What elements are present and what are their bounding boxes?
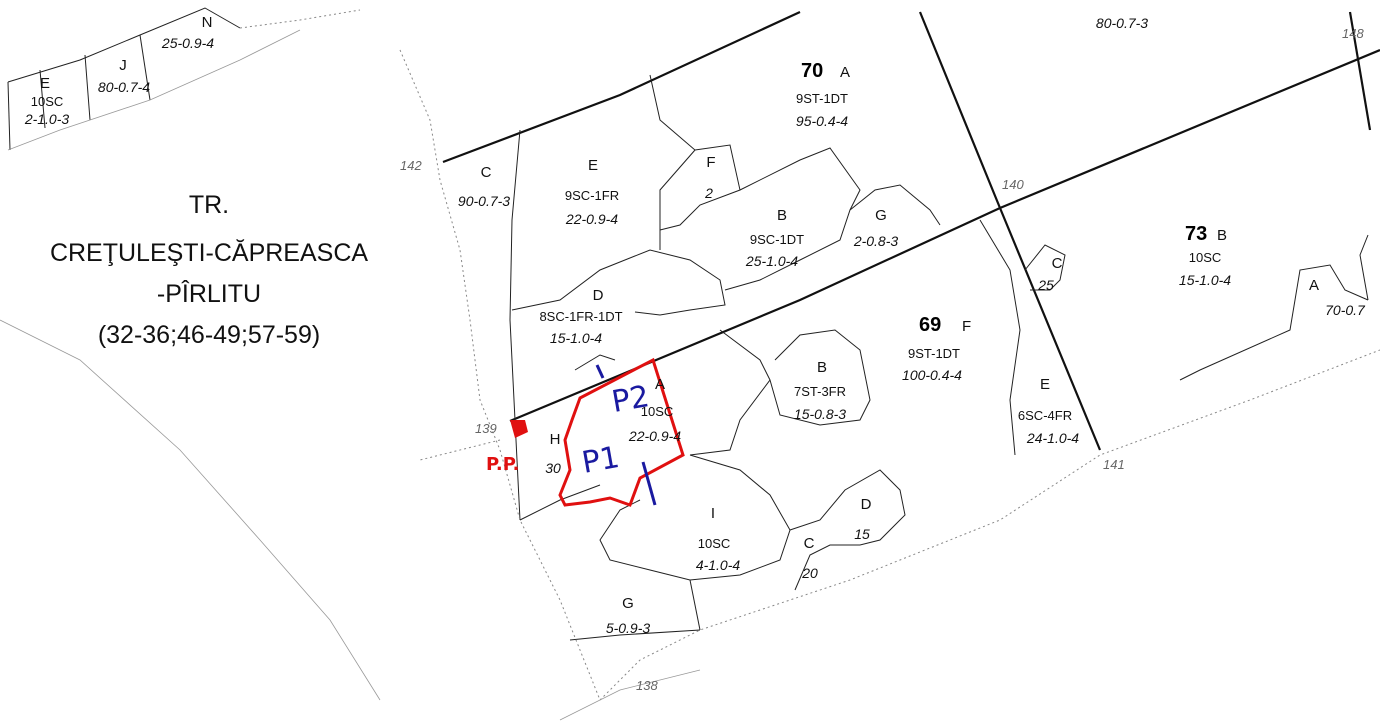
subplot-n-code: N [202,14,213,31]
subplot-f69-stat: 100-0.4-4 [902,367,962,383]
subplot-f-stat: 2 [704,185,713,201]
top-left-parcels [7,7,301,151]
tract-label: TR. CREŢULEŞTI-CĂPREASCA -PÎRLITU (32-36… [50,191,368,349]
subplot-b73-stat: 15-1.0-4 [1179,272,1231,288]
subplot-b69-stat: 15-0.8-3 [794,406,846,422]
trail-number-138: 138 [636,678,658,693]
subplot-a70-stat: 95-0.4-4 [796,113,848,129]
subplot-d-desc: 8SC-1FR-1DT [539,309,622,324]
subplot-a69-desc: 10SC [641,404,674,419]
tract-label-line-1: TR. [189,191,229,219]
subplot-h-code: H [550,431,561,448]
subplot-d69-stat: 15 [854,526,870,542]
subplot-a69-stat: 22-0.9-4 [628,428,681,444]
trails [0,9,1380,721]
parcel-numbers: 70 69 73 [801,60,1207,336]
subplot-e69-stat: 24-1.0-4 [1026,430,1079,446]
annotation-p2: P2 [609,379,652,420]
subplot-j-code: J [119,57,127,74]
tract-label-line-4: (32-36;46-49;57-59) [98,321,320,349]
subplot-b73-code: B [1217,227,1227,244]
annotation-p1: P1 [579,440,622,481]
subplot-a73-stat: 70-0.7 [1325,302,1366,318]
subplot-d69-code: D [861,496,872,513]
subplot-e69-code: E [1040,376,1050,393]
subplot-g70-code: G [875,207,887,224]
subplot-b69-desc: 7ST-3FR [794,384,846,399]
subplot-e-tl-code: E [40,75,50,92]
subplot-b70-desc: 9SC-1DT [750,232,804,247]
subplot-b73-desc: 10SC [1189,250,1222,265]
subplot-c73-code: C [1052,255,1063,272]
subplot-e69-desc: 6SC-4FR [1018,408,1072,423]
subplot-n-stat: 25-0.9-4 [161,35,214,51]
parcel-boundaries [509,74,1369,641]
subplot-g-stat: 5-0.9-3 [606,620,651,636]
subplot-i-stat: 4-1.0-4 [696,557,741,573]
subplot-d-stat: 15-1.0-4 [550,330,602,346]
trail-number-148: 148 [1342,26,1364,41]
subplot-b70-stat: 25-1.0-4 [745,253,798,269]
parcel-number-70: 70 [801,60,823,82]
trail-number-142: 142 [400,158,422,173]
subplot-i-desc: 10SC [698,536,731,551]
subplot-e-desc: 9SC-1FR [565,188,619,203]
subplot-a70-code: A [840,64,850,81]
subplot-e-tl-stat: 2-1.0-3 [24,111,70,127]
subplot-f69-code: F [962,318,971,335]
subplot-d-code: D [593,287,604,304]
parcel-number-73: 73 [1185,223,1207,245]
subplot-i-code: I [711,505,715,522]
marked-plot-area [510,357,685,507]
subplot-a70-desc: 9ST-1DT [796,91,848,106]
subplot-j-stat: 80-0.7-4 [98,79,150,95]
subplot-b69-code: B [817,359,827,376]
tract-label-line-2: CREŢULEŞTI-CĂPREASCA [50,238,368,267]
subplot-e-code: E [588,157,598,174]
handwritten-annotations: P1 P2 P.P. [486,379,652,481]
trail-numbers: 142 140 139 141 138 148 [400,26,1364,693]
subplot-h-stat: 30 [545,460,561,476]
trail-number-140: 140 [1002,177,1024,192]
subplot-f-code: F [706,154,715,171]
trail-number-141: 141 [1103,457,1125,472]
subplot-top-stat: 80-0.7-3 [1096,15,1148,31]
subplot-c69-stat: 20 [801,565,818,581]
subplot-a73-code: A [1309,277,1319,294]
subplot-e-tl-desc: 10SC [31,94,64,109]
subplot-c-code: C [481,164,492,181]
subplot-e-stat: 22-0.9-4 [565,211,618,227]
subplot-b70-code: B [777,207,787,224]
subplot-c-stat: 90-0.7-3 [458,193,510,209]
tract-label-line-3: -PÎRLITU [157,279,261,308]
main-boundaries [442,11,1380,451]
subplot-g-code: G [622,595,634,612]
subplot-c73-stat: 25 [1037,277,1054,293]
subplot-a69-code: A [655,376,665,393]
parcel-number-69: 69 [919,314,941,336]
subplot-g70-stat: 2-0.8-3 [853,233,899,249]
subplot-labels: N 25-0.9-4 J 80-0.7-4 E 10SC 2-1.0-3 80-… [24,14,1366,636]
subplot-f69-desc: 9ST-1DT [908,346,960,361]
trail-number-139: 139 [475,421,497,436]
annotation-pp: P.P. [486,454,519,475]
subplot-c69-code: C [804,535,815,552]
